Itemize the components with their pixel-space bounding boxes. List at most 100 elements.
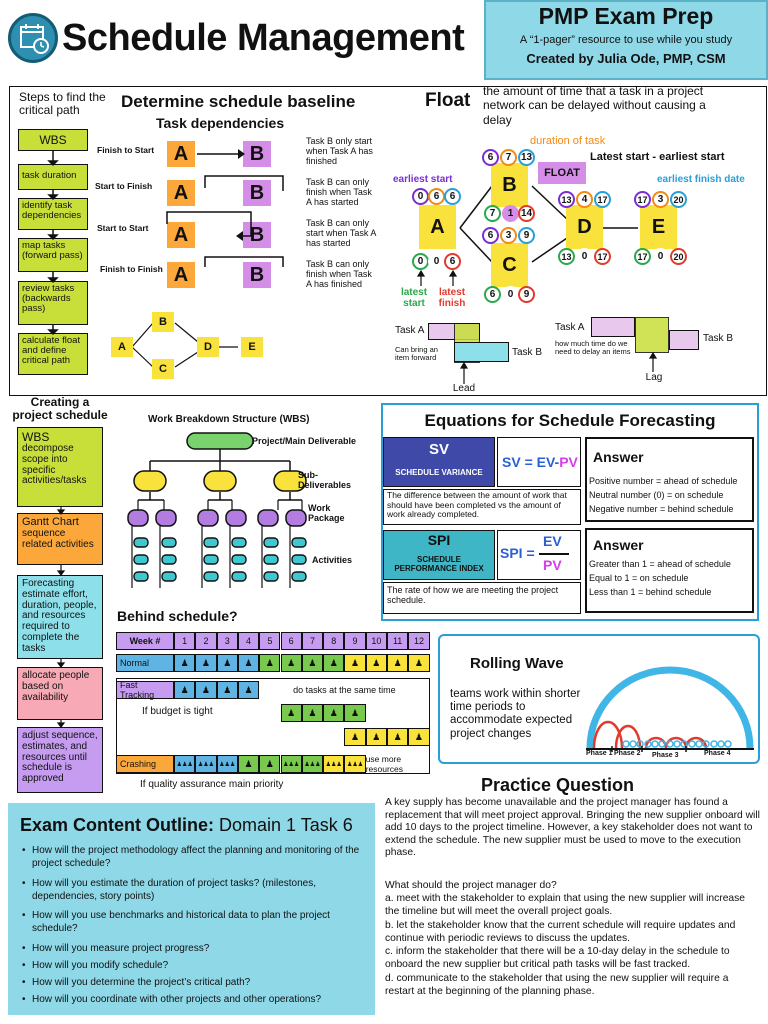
create-step-title: WBS (22, 430, 50, 444)
spi-answer-line: Less than 1 = behind schedule (589, 587, 712, 597)
person-icon: ♟♟♟ (280, 755, 302, 773)
person-icon: ♟♟♟ (344, 755, 366, 773)
person-icon: ♟ (365, 654, 387, 672)
practice-option-d[interactable]: d. communicate to the stakeholder that u… (385, 973, 729, 997)
person-icon: ♟ (237, 654, 260, 672)
float-node-e: E (640, 205, 677, 249)
person-icon: ♟ (259, 755, 281, 773)
outline-title-rest: Domain 1 Task 6 (214, 815, 353, 835)
spi-name: SCHEDULE PERFORMANCE INDEX (394, 555, 484, 573)
person-icon: ♟ (323, 654, 345, 672)
quality-note: If quality assurance main priority (140, 779, 284, 790)
create-step-adjust: adjust sequence, estimates, and resource… (17, 727, 103, 793)
fast-tracking-note: do tasks at the same time (259, 681, 430, 699)
lag-task-a-label: Task A (555, 322, 585, 333)
node-a-ls: 0 (412, 253, 429, 270)
create-step-title: Forecasting (22, 578, 75, 589)
dep-desc-sf: Task B can only finish when Task A has s… (306, 177, 372, 208)
spi-formula-ev: EV (543, 533, 562, 549)
dep-label-sf: Start to Finish (95, 181, 153, 191)
spi-formula-box (497, 530, 581, 580)
person-icon: ♟ (344, 704, 366, 722)
week-number: 8 (323, 632, 345, 650)
network-node-c: C (152, 359, 174, 379)
node-c-dur: 3 (500, 227, 517, 244)
node-e-lf: 20 (670, 248, 687, 265)
create-arrows (56, 506, 66, 728)
dep-node-b: B (243, 141, 271, 167)
outline-item: How will you use benchmarks and historic… (22, 910, 367, 935)
lag-task-b-bar (669, 330, 699, 350)
wbs-package-label: Work Package (308, 503, 345, 524)
behind-title: Behind schedule? (117, 608, 238, 624)
calendar-icon (8, 13, 58, 63)
node-e-float: 0 (652, 248, 669, 265)
network-lines (131, 322, 238, 368)
node-a-es: 0 (412, 188, 429, 205)
node-e-ls: 17 (634, 248, 651, 265)
float-network-lines (459, 185, 638, 263)
outline-item: How will you modify schedule? (22, 960, 367, 973)
spi-abbr: SPI (427, 532, 451, 548)
lag-arrow (648, 351, 658, 372)
outline-item: How will you coordinate with other proje… (22, 994, 367, 1007)
person-icon: ♟ (195, 654, 217, 672)
sv-formula-box (497, 437, 581, 487)
float-small-arrows (416, 269, 458, 286)
lead-label: Lead (452, 383, 476, 394)
spi-answer-line: Greater than 1 = ahead of schedule (589, 559, 731, 569)
node-d-ef: 17 (594, 191, 611, 208)
person-icon: ♟ (280, 704, 302, 722)
practice-option-a[interactable]: a. meet with the stakeholder to explain … (385, 893, 746, 917)
person-icon: ♟♟♟ (216, 755, 238, 773)
node-e-dur: 3 (652, 191, 669, 208)
week-number: 9 (344, 632, 366, 650)
earliest-start-label: earliest start (393, 174, 453, 185)
earliest-finish-label: earliest finish date (657, 174, 745, 185)
node-b-ls: 7 (484, 205, 501, 222)
practice-option-b[interactable]: b. let the stakeholder know that the cur… (385, 920, 736, 944)
node-d-ls: 13 (558, 248, 575, 265)
float-label: FLOAT (538, 162, 586, 184)
float-node-c: C (491, 243, 528, 287)
week-number: 2 (195, 632, 217, 650)
network-node-a: A (111, 337, 133, 357)
network-node-b: B (152, 312, 174, 332)
node-b-dur: 7 (500, 149, 517, 166)
create-step-wbs: WBS decompose scope into specific activi… (17, 427, 103, 507)
header-badge (484, 0, 768, 80)
practice-option-c[interactable]: c. inform the stakeholder that there wil… (385, 946, 730, 970)
sv-abbr: SV (428, 441, 449, 458)
node-e-es: 17 (634, 191, 651, 208)
dep-label-ff: Finish to Finish (100, 264, 163, 274)
sv-box (383, 437, 495, 487)
spi-desc-box (383, 582, 581, 614)
wbs-diagram (127, 432, 307, 588)
node-a-ef: 6 (444, 188, 461, 205)
node-d-float: 0 (576, 248, 593, 265)
person-icon: ♟ (174, 654, 196, 672)
lag-note: how much time do we need to delay an ite… (555, 339, 631, 357)
dep-label-fs: Finish to Start (97, 145, 155, 155)
float-node-a: A (419, 205, 456, 249)
rolling-phase-3: Phase 3 (652, 752, 679, 759)
node-c-ls: 6 (484, 286, 501, 303)
sv-formula-lhs: SV = (502, 454, 537, 470)
row-label-fast-tracking: Fast Tracking (116, 680, 174, 700)
week-header: Week # (116, 632, 174, 650)
dep-node-b: B (243, 222, 271, 248)
node-c-lf: 9 (518, 286, 535, 303)
week-number: 12 (408, 632, 430, 650)
outline-item: How will you determine the project’s cri… (22, 977, 367, 990)
lead-task-b-label: Task B (512, 347, 543, 358)
create-step-title: Gantt Chart (22, 516, 79, 528)
person-icon: ♟ (216, 681, 238, 699)
person-icon: ♟ (344, 654, 366, 672)
person-icon: ♟ (323, 704, 345, 722)
person-icon: ♟♟♟ (301, 755, 324, 773)
spi-answer-line: Equal to 1 = on schedule (589, 573, 689, 583)
float-latest-earliest-label: Latest start - earliest start (590, 151, 725, 163)
person-icon: ♟ (259, 654, 281, 672)
dep-desc-ss: Task B can only start when Task A has st… (306, 218, 376, 249)
badge-subtitle: A “1-pager” resource to use while you st… (519, 34, 733, 46)
